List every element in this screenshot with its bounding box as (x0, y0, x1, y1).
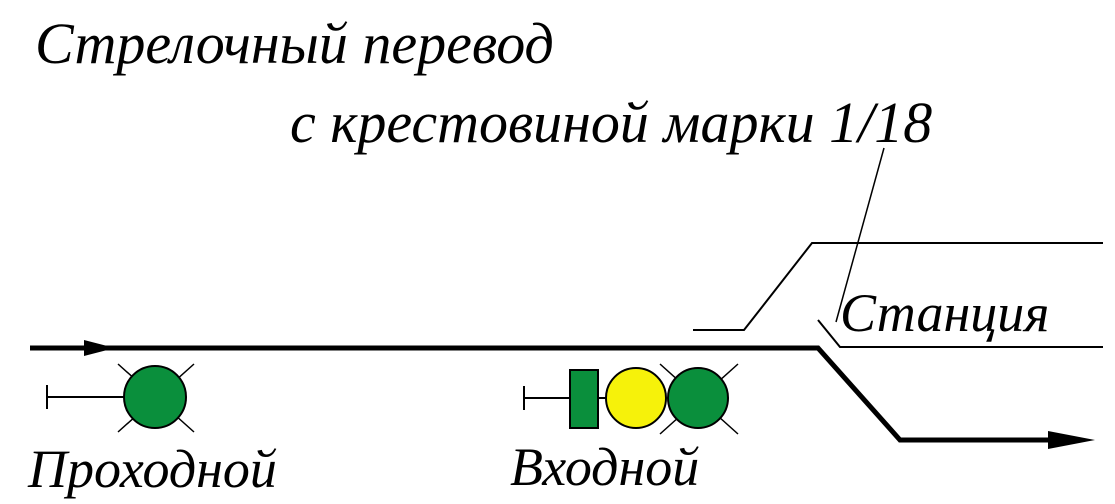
main-track (30, 345, 1050, 443)
track-arrow-left-icon (84, 340, 115, 356)
pass-signal-label: Проходной (27, 439, 277, 499)
leader-line (835, 147, 885, 323)
title-line-2: с крестовиной марки 1/18 (290, 90, 932, 155)
entry-signal-label: Входной (510, 437, 699, 497)
entry-signal-green-light (667, 367, 729, 429)
entry-signal-yellow-light (605, 367, 667, 429)
pass-signal-green-light (123, 365, 187, 429)
station-lower-outline (817, 319, 1103, 348)
title-line-1: Стрелочный перевод (35, 11, 554, 76)
station-label: Станция (840, 283, 1049, 343)
track-arrow-right-icon (1048, 431, 1095, 449)
station-siding-track (693, 242, 1103, 331)
pass-signal (46, 363, 195, 433)
entry-signal (523, 363, 739, 435)
entry-signal-plate (569, 369, 599, 429)
